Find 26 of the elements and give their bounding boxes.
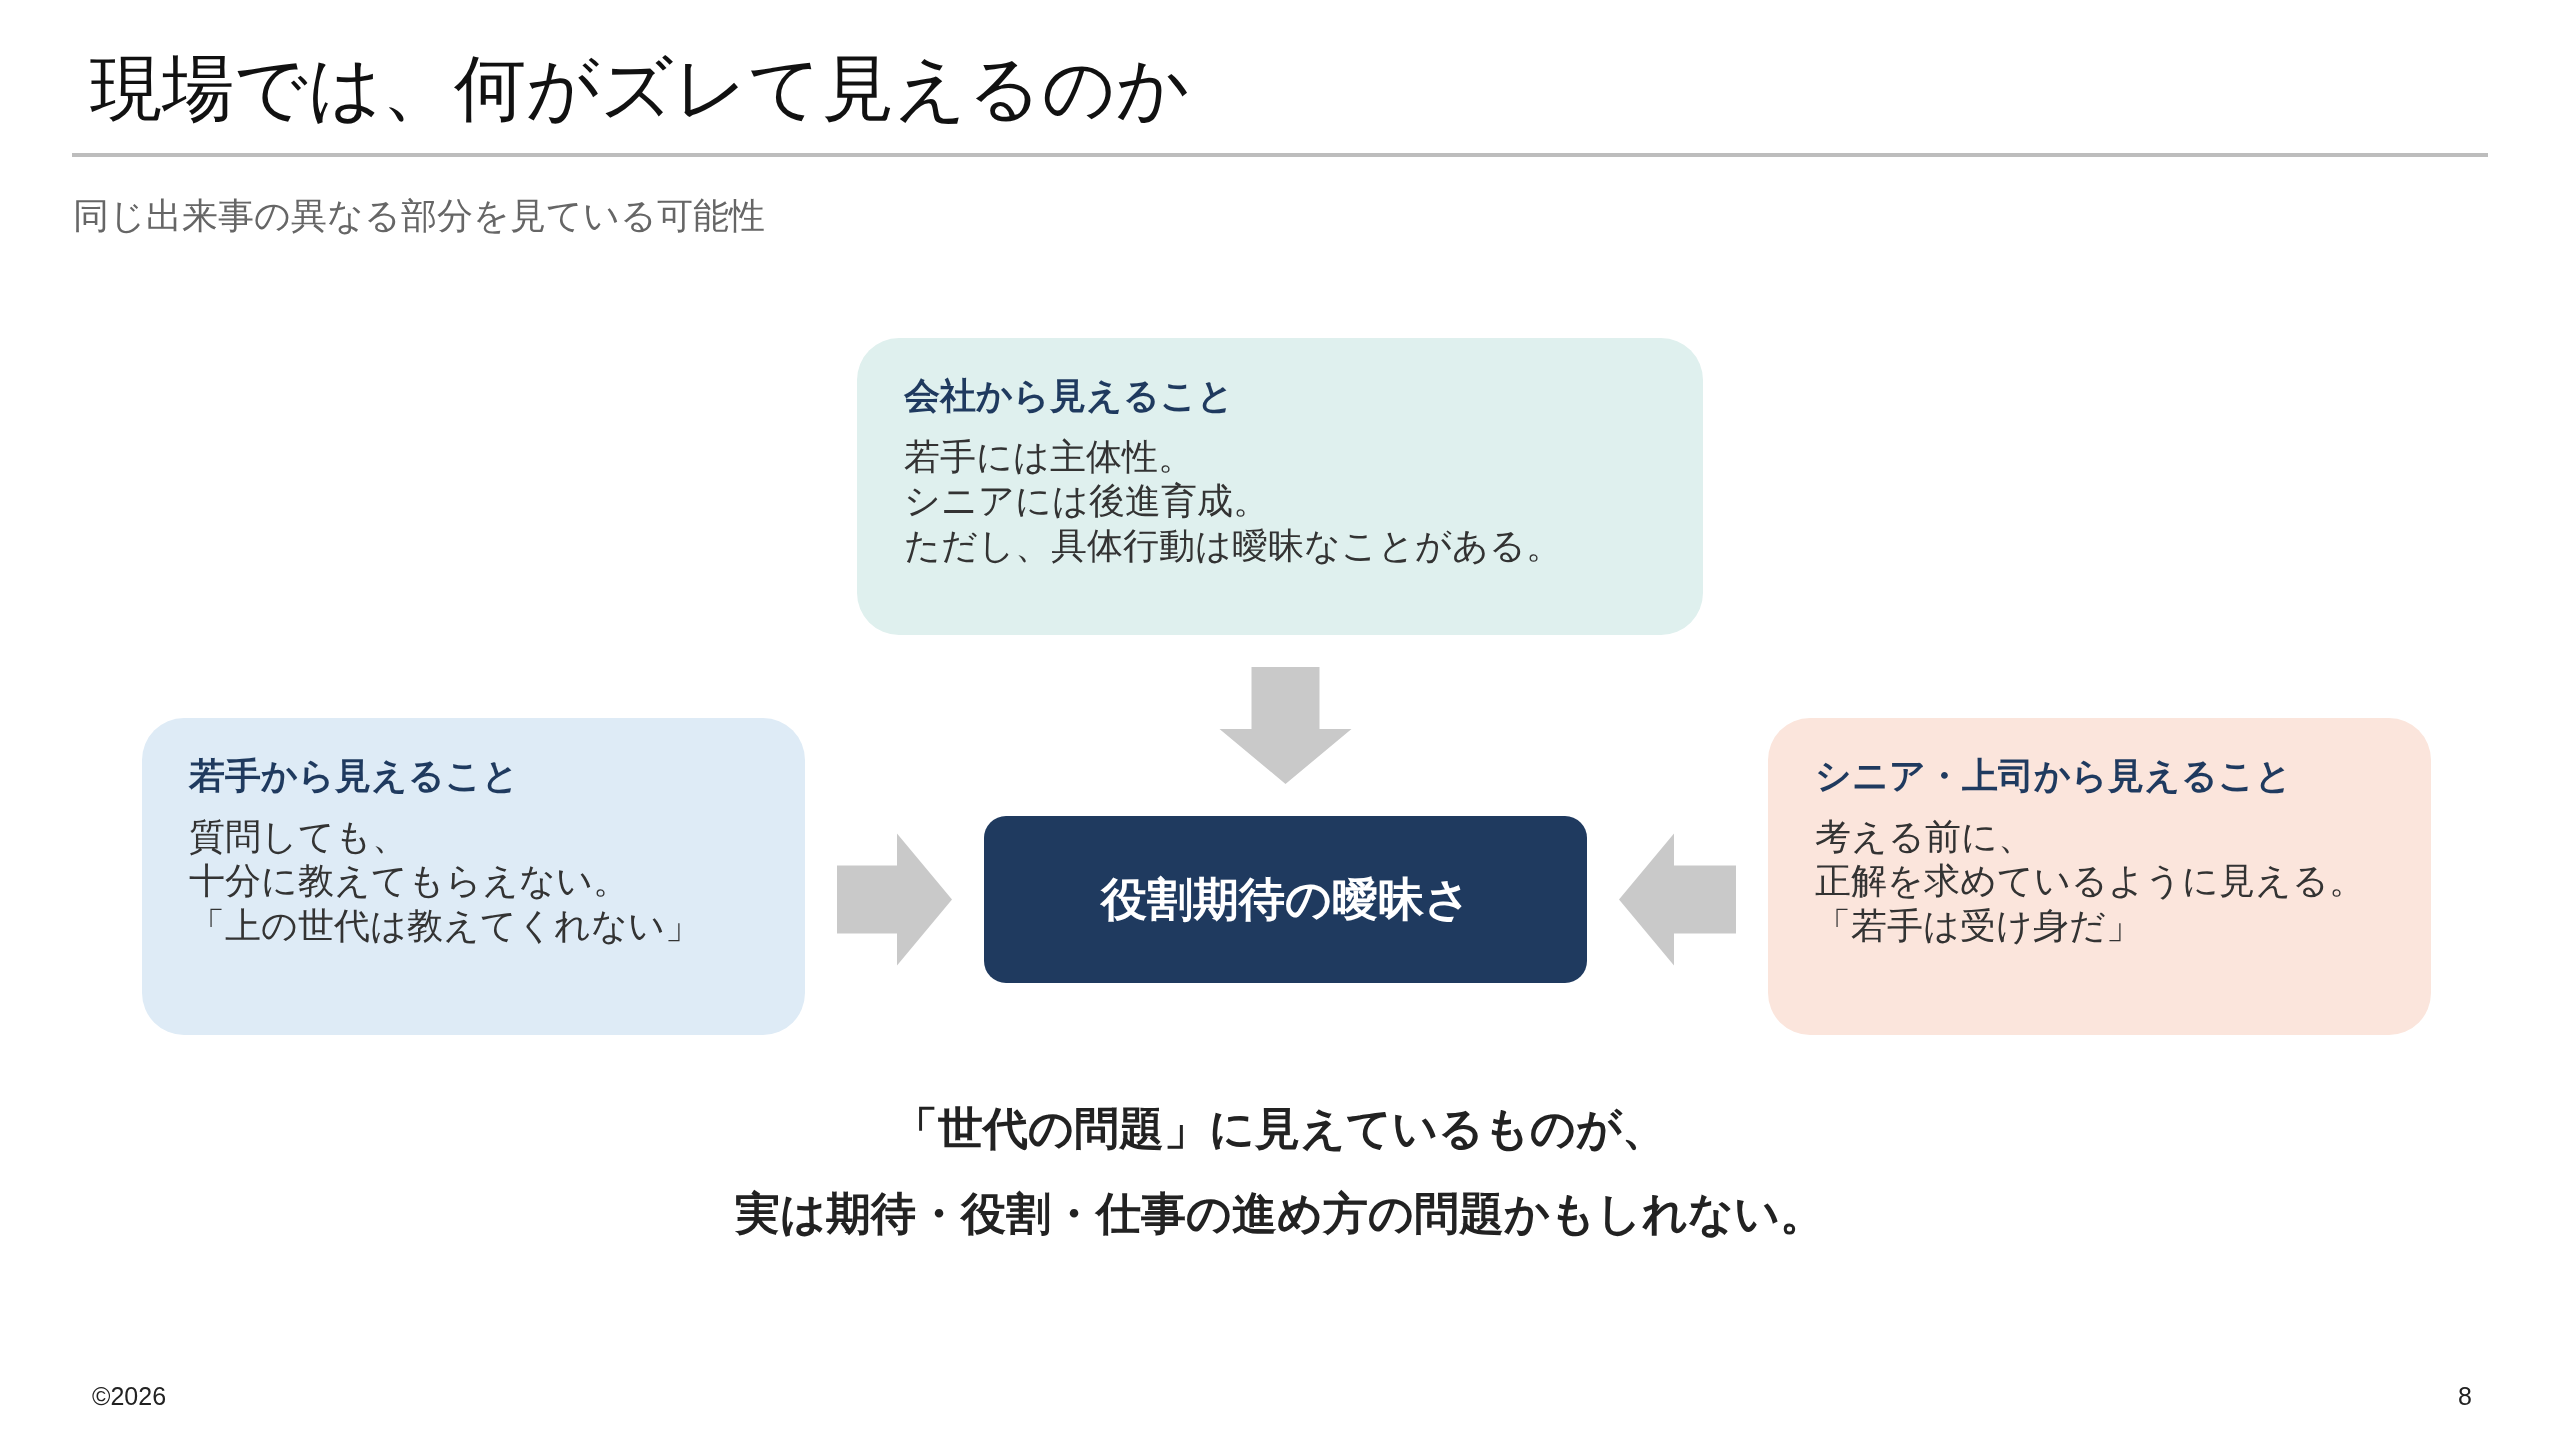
card-text: 正解を求めているように見える。 [1815,859,2366,904]
node-title: 役割期待の曖昧さ [1100,872,1471,927]
page-number: 8 [2458,1381,2472,1412]
perspective-card [1768,718,2431,1035]
card-text: 「上の世代は教えてくれない」 [189,903,702,948]
conclusion-text: 「世代の問題」に見えているものが、 [893,1102,1667,1156]
card-heading: 若手から見えること [189,754,520,798]
block-arrow [837,833,952,966]
card-text: 若手には主体性。 [904,435,1195,480]
perspective-card [857,338,1703,635]
conclusion-text: 実は期待・役割・仕事の進め方の問題かもしれない。 [735,1186,1825,1241]
card-heading: 会社から見えること [904,374,1235,418]
card-text: 十分に教えてもらえない。 [189,859,630,904]
perspective-card [142,718,805,1035]
highlight-box [984,816,1587,983]
card-text: ただし、具体行動は曖昧なことがある。 [904,523,1563,568]
card-text: シニアには後進育成。 [904,479,1270,524]
card-text: 考える前に、 [1815,815,2035,860]
card-text: 質問しても、 [189,815,409,860]
subtitle: 同じ出来事の異なる部分を見ている可能性 [73,198,765,234]
copyright-text: ©2026 [92,1381,167,1412]
slide-title: 現場では、何がズレて見えるのか [90,52,1190,124]
block-arrow [1219,667,1352,784]
card-heading: シニア・上司から見えること [1815,754,2293,798]
card-text: 「若手は受け身だ」 [1815,903,2143,948]
block-arrow [1619,833,1736,966]
